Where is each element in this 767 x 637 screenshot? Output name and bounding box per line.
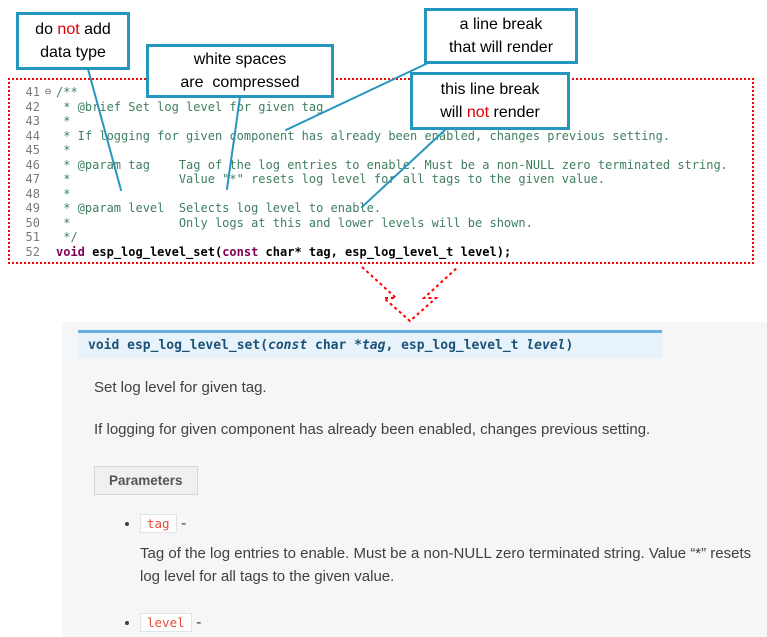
fold-collapse-icon[interactable]: ⊖ bbox=[44, 85, 52, 98]
callout-text: will not render bbox=[440, 104, 540, 121]
callout-text: white spaces bbox=[193, 51, 287, 68]
line-number: 42 bbox=[25, 99, 40, 114]
code-text: * bbox=[56, 186, 71, 201]
code-line: 42 * @brief Set log level for given tag bbox=[14, 100, 752, 115]
code-text: */ bbox=[56, 230, 78, 244]
callout-text: data type bbox=[40, 44, 106, 61]
callout-whitespace-compressed: white spaces are compressed bbox=[146, 44, 334, 98]
callout-text: do not add bbox=[35, 21, 111, 38]
param-description: Tag of the log entries to enable. Must b… bbox=[140, 545, 752, 585]
fold-gutter bbox=[40, 129, 56, 144]
callout-no-data-type: do not add data type bbox=[16, 12, 130, 70]
line-number: 51 bbox=[25, 230, 40, 244]
sig-param-type: esp_log_level_t bbox=[401, 338, 519, 353]
fold-gutter bbox=[40, 245, 56, 260]
line-number: 41 bbox=[25, 85, 40, 99]
param-dash: - bbox=[176, 515, 187, 532]
code-line: 43 * bbox=[14, 114, 752, 129]
fold-gutter bbox=[40, 158, 56, 173]
fold-gutter bbox=[40, 100, 56, 115]
callout-text: a line break bbox=[459, 16, 543, 33]
code-line: 48 * bbox=[14, 187, 752, 202]
line-number: 44 bbox=[25, 128, 40, 143]
callout-line-break-not-render: this line break will not render bbox=[410, 72, 570, 130]
code-line: 49 * @param level Selects log level to e… bbox=[14, 201, 752, 216]
line-number: 48 bbox=[25, 186, 40, 201]
line-number: 43 bbox=[25, 114, 40, 128]
code-line: 44 * If logging for given component has … bbox=[14, 129, 752, 144]
code-text: * Value "*" resets log level for all tag… bbox=[56, 172, 606, 186]
fold-gutter bbox=[40, 172, 56, 187]
line-number: 47 bbox=[25, 172, 40, 186]
code-editor: 41 ⊖ /** 42 * @brief Set log level for g… bbox=[8, 78, 754, 264]
code-text: * bbox=[56, 143, 71, 157]
line-number: 50 bbox=[25, 215, 40, 230]
code-line-function-declaration: 52 void esp_log_level_set(const char* ta… bbox=[14, 245, 752, 260]
fold-gutter bbox=[40, 230, 56, 245]
detailed-description: If logging for given component has alrea… bbox=[94, 421, 651, 438]
fold-gutter bbox=[40, 201, 56, 216]
fold-gutter bbox=[40, 187, 56, 202]
fold-gutter bbox=[40, 216, 56, 231]
code-text: * If logging for given component has alr… bbox=[56, 128, 671, 143]
callout-line-break-renders: a line break that will render bbox=[424, 8, 578, 64]
code-line: 51 */ bbox=[14, 230, 752, 245]
callout-text: this line break bbox=[440, 81, 540, 98]
function-signature: void esp_log_level_set(const char *tag, … bbox=[78, 330, 662, 358]
keyword-const: const bbox=[222, 244, 259, 259]
param-name-literal: level bbox=[140, 613, 192, 632]
keyword-void: void bbox=[56, 244, 85, 259]
fold-gutter bbox=[40, 143, 56, 158]
parameters-heading: Parameters bbox=[94, 466, 198, 495]
line-number: 52 bbox=[25, 244, 40, 259]
code-text: * @param tag Tag of the log entries to e… bbox=[56, 157, 728, 172]
sig-function-name: esp_log_level_set bbox=[127, 338, 261, 353]
code-text: * @param level Selects log level to enab… bbox=[56, 201, 382, 215]
list-item-param-level: level - Selects log level to enable. Onl… bbox=[140, 613, 767, 637]
brief-description: Set log level for given tag. bbox=[94, 379, 267, 396]
line-number: 46 bbox=[25, 157, 40, 172]
code-text: * Only logs at this and lower levels wil… bbox=[56, 215, 533, 230]
sig-return-type: void bbox=[88, 338, 128, 353]
sig-param-level: level bbox=[526, 338, 566, 353]
parameter-list: tag - Tag of the log entries to enable. … bbox=[62, 514, 767, 637]
code-text: /** bbox=[56, 85, 78, 99]
callout-text: that will render bbox=[448, 39, 554, 56]
rendered-docs-panel: void esp_log_level_set(const char *tag, … bbox=[62, 322, 767, 637]
dotted-arrow-down-icon bbox=[361, 266, 459, 323]
code-text: void esp_log_level_set(const char* tag, … bbox=[56, 244, 512, 259]
code-line: 47 * Value "*" resets log level for all … bbox=[14, 172, 752, 187]
param-name-literal: tag bbox=[140, 514, 177, 533]
line-number: 49 bbox=[25, 201, 40, 215]
callout-text: are compressed bbox=[180, 74, 300, 91]
list-item-param-tag: tag - Tag of the log entries to enable. … bbox=[140, 514, 767, 588]
sig-const-keyword: const bbox=[268, 338, 308, 353]
code-line: 46 * @param tag Tag of the log entries t… bbox=[14, 158, 752, 173]
sig-param-tag: tag bbox=[361, 338, 386, 353]
code-line: 41 ⊖ /** bbox=[14, 85, 752, 100]
function-name: esp_log_level_set bbox=[92, 244, 215, 259]
param-dash: - bbox=[191, 614, 202, 631]
code-text: * bbox=[56, 114, 71, 128]
fold-gutter bbox=[40, 114, 56, 129]
code-line: 45 * bbox=[14, 143, 752, 158]
line-number: 45 bbox=[25, 143, 40, 157]
code-line: 50 * Only logs at this and lower levels … bbox=[14, 216, 752, 231]
code-text: * @brief Set log level for given tag bbox=[56, 99, 324, 114]
